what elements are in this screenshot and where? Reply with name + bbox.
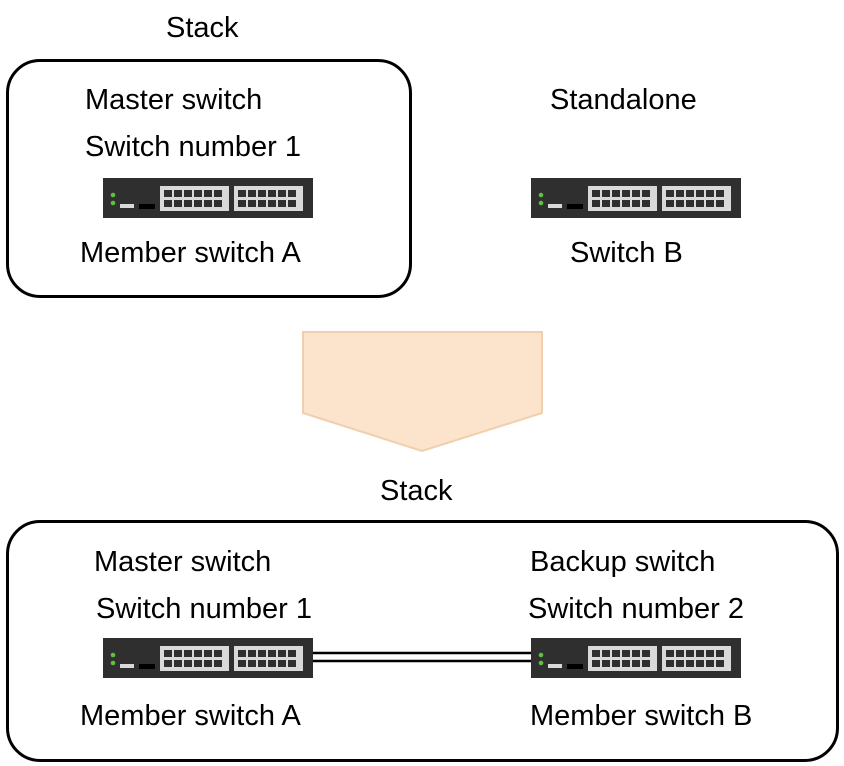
- top-stack-box: [6, 59, 412, 298]
- backup-number-label: Switch number 2: [528, 593, 744, 625]
- top-member-a-label: Member switch A: [80, 237, 301, 269]
- bottom-master-number-label: Switch number 1: [96, 593, 312, 625]
- top-stack-title: Stack: [166, 12, 239, 44]
- bottom-stack-title: Stack: [380, 475, 453, 507]
- switch-b-label: Switch B: [570, 237, 683, 269]
- top-master-number-label: Switch number 1: [85, 131, 301, 163]
- network-switch-icon: [103, 178, 313, 218]
- network-switch-icon: [531, 178, 741, 218]
- stack-cable: [311, 651, 533, 663]
- bottom-stack-box: [6, 520, 839, 762]
- bottom-member-a-label: Member switch A: [80, 700, 301, 732]
- network-switch-icon: [531, 638, 741, 678]
- top-master-role-label: Master switch: [85, 84, 263, 116]
- standalone-title: Standalone: [550, 84, 697, 116]
- backup-role-label: Backup switch: [530, 546, 716, 578]
- down-arrow-icon: [302, 331, 543, 453]
- network-switch-icon: [103, 638, 313, 678]
- bottom-master-role-label: Master switch: [94, 546, 272, 578]
- bottom-member-b-label: Member switch B: [530, 700, 753, 732]
